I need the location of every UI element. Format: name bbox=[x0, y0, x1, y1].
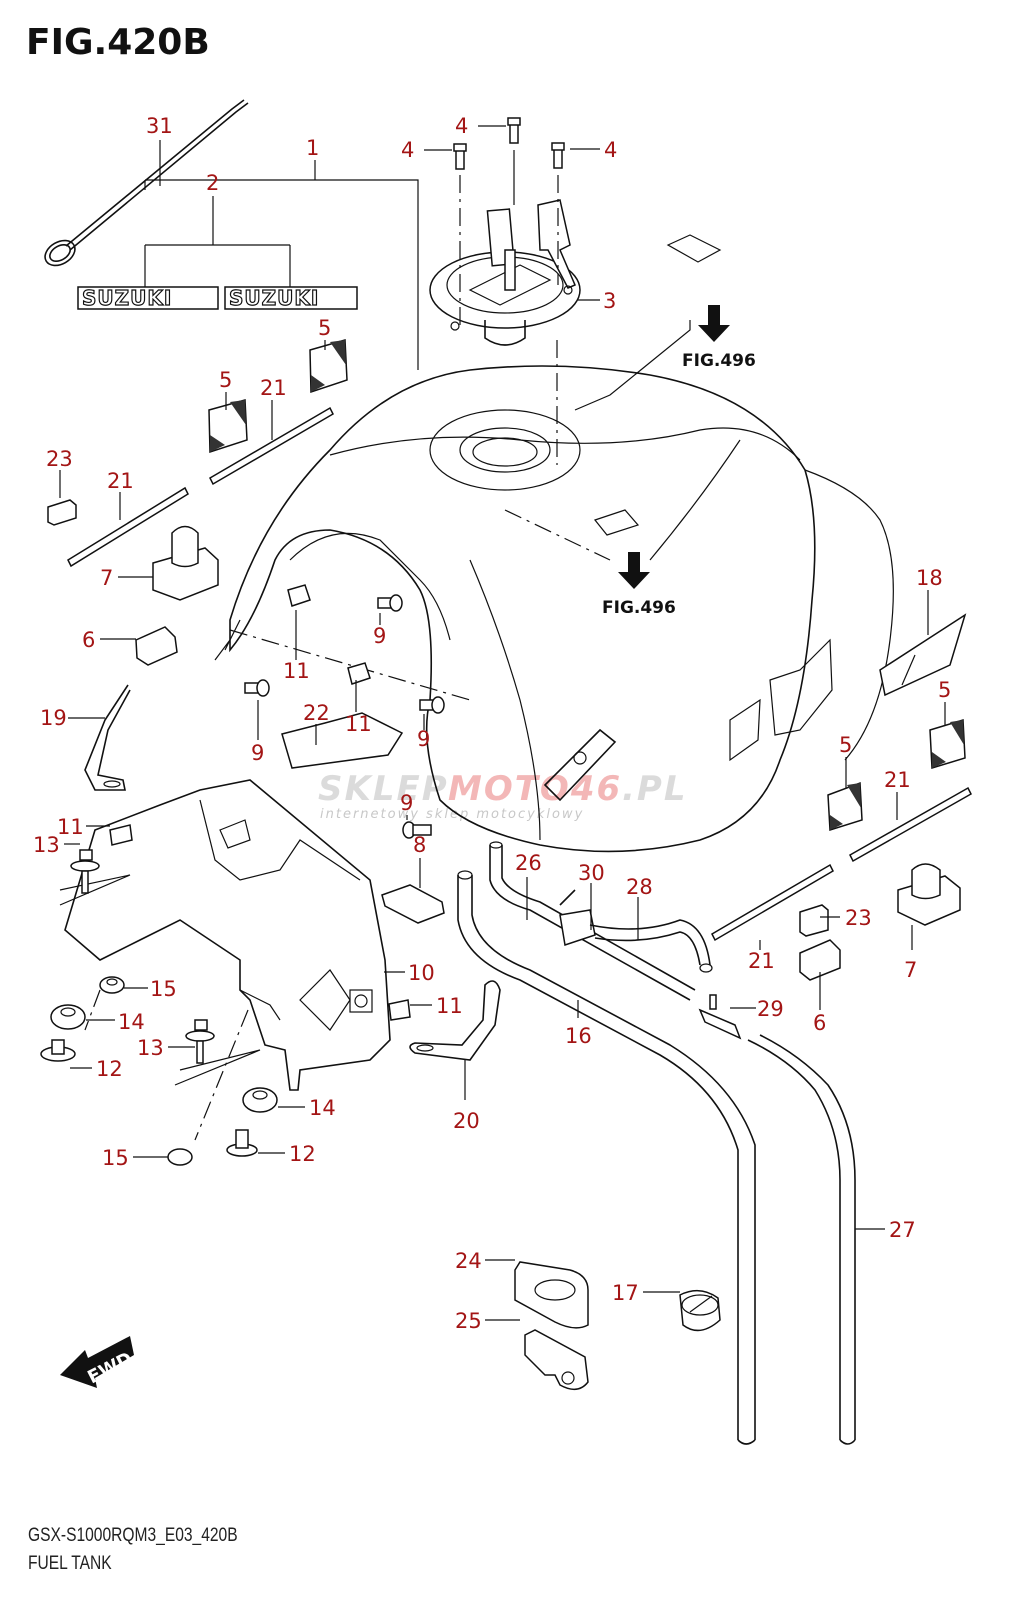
part-13-bolts bbox=[70, 849, 215, 1064]
callout-28[interactable]: 28 bbox=[626, 875, 653, 899]
watermark-brand-domain: .PL bbox=[622, 769, 688, 809]
callout-14[interactable]: 14 bbox=[118, 1010, 145, 1034]
callout-31[interactable]: 31 bbox=[146, 114, 173, 138]
hoses bbox=[457, 841, 856, 1445]
callout-9[interactable]: 9 bbox=[417, 727, 430, 751]
callout-11[interactable]: 11 bbox=[436, 994, 463, 1018]
clamps bbox=[514, 1261, 721, 1391]
callout-8[interactable]: 8 bbox=[413, 833, 426, 857]
leader-lines bbox=[59, 125, 946, 1321]
callout-21[interactable]: 21 bbox=[107, 469, 134, 493]
small-parts-left bbox=[47, 339, 348, 791]
callout-17[interactable]: 17 bbox=[612, 1281, 639, 1305]
callout-19[interactable]: 19 bbox=[40, 706, 67, 730]
part-22-sheet bbox=[281, 712, 404, 769]
callout-29[interactable]: 29 bbox=[757, 997, 784, 1021]
callout-21[interactable]: 21 bbox=[748, 949, 775, 973]
callout-7[interactable]: 7 bbox=[904, 958, 917, 982]
figure-ref-label[interactable]: FIG.496 bbox=[682, 351, 756, 371]
part-4-screws bbox=[453, 117, 565, 465]
callout-10[interactable]: 10 bbox=[408, 961, 435, 985]
watermark-brand-red: MOTO46 bbox=[448, 769, 622, 809]
callout-23[interactable]: 23 bbox=[845, 906, 872, 930]
callout-24[interactable]: 24 bbox=[455, 1249, 482, 1273]
callout-30[interactable]: 30 bbox=[578, 861, 605, 885]
callout-18[interactable]: 18 bbox=[916, 566, 943, 590]
figure-title: FIG.420B bbox=[26, 22, 210, 63]
callout-21[interactable]: 21 bbox=[260, 376, 287, 400]
forward-direction-indicator: FWD bbox=[60, 1336, 136, 1388]
callout-15[interactable]: 15 bbox=[150, 977, 177, 1001]
callout-4[interactable]: 4 bbox=[455, 114, 468, 138]
callout-22[interactable]: 22 bbox=[303, 701, 330, 725]
callout-5[interactable]: 5 bbox=[318, 316, 331, 340]
grommets bbox=[40, 976, 278, 1166]
emblem-left-text: SUZUKI bbox=[82, 286, 172, 310]
model-code: GSX-S1000RQM3_E03_420B bbox=[28, 1525, 238, 1546]
part-20-bracket bbox=[409, 980, 501, 1061]
small-parts-right bbox=[711, 613, 972, 981]
part-1-fuel-tank bbox=[214, 234, 894, 853]
callout-labels: 1 2 3 4 4 4 5 5 5 5 6 6 7 7 8 9 9 9 9 10… bbox=[33, 114, 951, 1333]
callout-12[interactable]: 12 bbox=[289, 1142, 316, 1166]
callout-6[interactable]: 6 bbox=[813, 1011, 826, 1035]
callout-11[interactable]: 11 bbox=[345, 712, 372, 736]
callout-9[interactable]: 9 bbox=[251, 741, 264, 765]
callout-27[interactable]: 27 bbox=[889, 1218, 916, 1242]
part-3-fuel-cap bbox=[429, 199, 581, 346]
callout-13[interactable]: 13 bbox=[33, 833, 60, 857]
figure-ref-496-top[interactable]: FIG.496 bbox=[682, 305, 756, 371]
watermark-tagline: internetowy sklep motocyklowy bbox=[320, 807, 584, 822]
watermark-brand-gray: SKLEP bbox=[318, 769, 449, 809]
figure-name: FUEL TANK bbox=[28, 1553, 112, 1574]
callout-9[interactable]: 9 bbox=[373, 624, 386, 648]
emblem-right-text: SUZUKI bbox=[229, 286, 319, 310]
part-9-bolts bbox=[244, 594, 445, 839]
part-2-emblems: SUZUKI SUZUKI bbox=[77, 285, 358, 311]
callout-15[interactable]: 15 bbox=[102, 1146, 129, 1170]
callout-5[interactable]: 5 bbox=[938, 678, 951, 702]
callout-21[interactable]: 21 bbox=[884, 768, 911, 792]
callout-6[interactable]: 6 bbox=[82, 628, 95, 652]
figure-ref-label[interactable]: FIG.496 bbox=[602, 598, 676, 618]
arrow-down-icon bbox=[618, 552, 650, 589]
callout-1[interactable]: 1 bbox=[306, 136, 319, 160]
callout-5[interactable]: 5 bbox=[219, 368, 232, 392]
callout-3[interactable]: 3 bbox=[603, 289, 616, 313]
figure-ref-496-mid[interactable]: FIG.496 bbox=[602, 552, 676, 618]
callout-25[interactable]: 25 bbox=[455, 1309, 482, 1333]
callout-11[interactable]: 11 bbox=[57, 815, 84, 839]
part-11-clips bbox=[109, 584, 411, 1021]
callout-16[interactable]: 16 bbox=[565, 1024, 592, 1048]
callout-2[interactable]: 2 bbox=[206, 171, 219, 195]
callout-20[interactable]: 20 bbox=[453, 1109, 480, 1133]
callout-4[interactable]: 4 bbox=[604, 138, 617, 162]
callout-11[interactable]: 11 bbox=[283, 659, 310, 683]
callout-26[interactable]: 26 bbox=[515, 851, 542, 875]
callout-23[interactable]: 23 bbox=[46, 447, 73, 471]
part-31-tool-rod bbox=[44, 99, 249, 267]
callout-14[interactable]: 14 bbox=[309, 1096, 336, 1120]
part-10-bracket bbox=[59, 779, 391, 1141]
arrow-down-icon bbox=[698, 305, 730, 342]
callout-4[interactable]: 4 bbox=[401, 138, 414, 162]
callout-9[interactable]: 9 bbox=[400, 791, 413, 815]
callout-13[interactable]: 13 bbox=[137, 1036, 164, 1060]
part-8-pad bbox=[381, 884, 445, 924]
callout-5[interactable]: 5 bbox=[839, 733, 852, 757]
watermark: SKLEP MOTO46 .PL internetowy sklep motoc… bbox=[318, 769, 688, 822]
callout-12[interactable]: 12 bbox=[96, 1057, 123, 1081]
callout-7[interactable]: 7 bbox=[100, 566, 113, 590]
